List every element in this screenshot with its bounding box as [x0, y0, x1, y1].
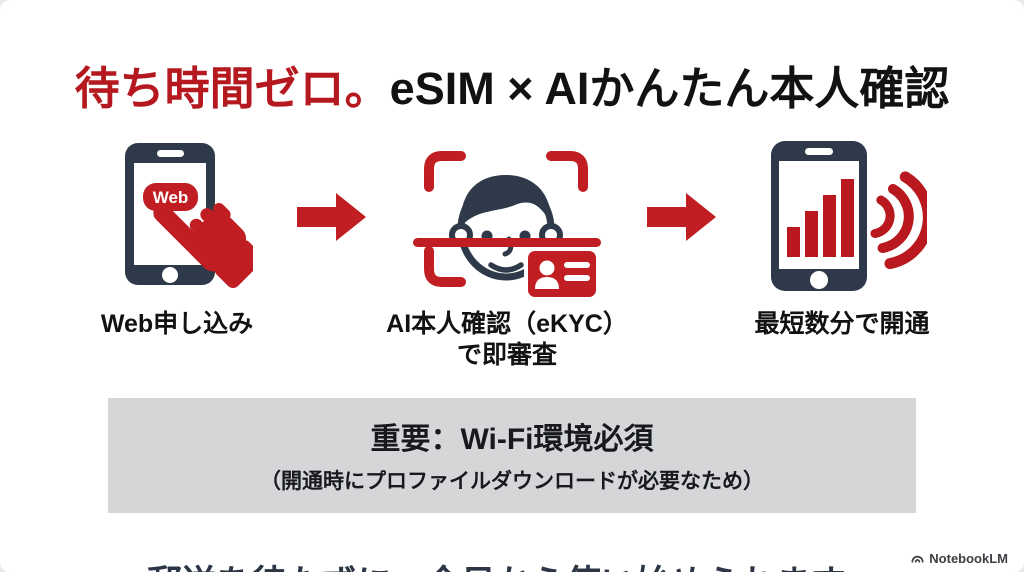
phone-web-tap-icon: Web [101, 139, 253, 301]
notice-subtitle: （開通時にプロファイルダウンロードが必要なため） [260, 469, 764, 493]
arrow-right-icon [292, 139, 372, 243]
process-flow: Web Web申し込み [0, 139, 1024, 372]
step-ekyc: AI本人確認（eKYC） で即審査 [372, 139, 642, 372]
step-label: Web申し込み [100, 310, 254, 338]
watermark-label: NotebookLM [929, 551, 1008, 566]
wifi-notice-box: 重要：Wi-Fi環境必須 （開通時にプロファイルダウンロードが必要なため） [108, 397, 916, 513]
step-label-line1: AI本人確認（eKYC） [386, 310, 628, 338]
face-scan-ekyc-icon [411, 139, 603, 301]
step-label: 最短数分で開通 [754, 310, 930, 338]
title-highlight: 待ち時間ゼロ。 [74, 63, 390, 114]
notice-title: 重要：Wi-Fi環境必須 [370, 422, 654, 456]
watermark: NotebookLM [910, 551, 1008, 566]
page-title: 待ち時間ゼロ。eSIM × AIかんたん本人確認 [0, 52, 1024, 117]
svg-text:Web: Web [153, 188, 189, 207]
notebooklm-logo-icon [910, 551, 925, 566]
step-web-apply: Web Web申し込み [62, 139, 292, 340]
phone-signal-waves-icon [757, 139, 927, 301]
closing-message: 郵送を待たずに、今日から使い始められます。 [0, 555, 1024, 572]
arrow-right-icon [642, 139, 722, 243]
title-main: eSIM × AIかんたん本人確認 [389, 63, 950, 114]
step-activation: 最短数分で開通 [722, 139, 962, 340]
step-label: AI本人確認（eKYC） で即審査 [386, 309, 628, 372]
step-label-line2: で即審査 [456, 341, 557, 370]
